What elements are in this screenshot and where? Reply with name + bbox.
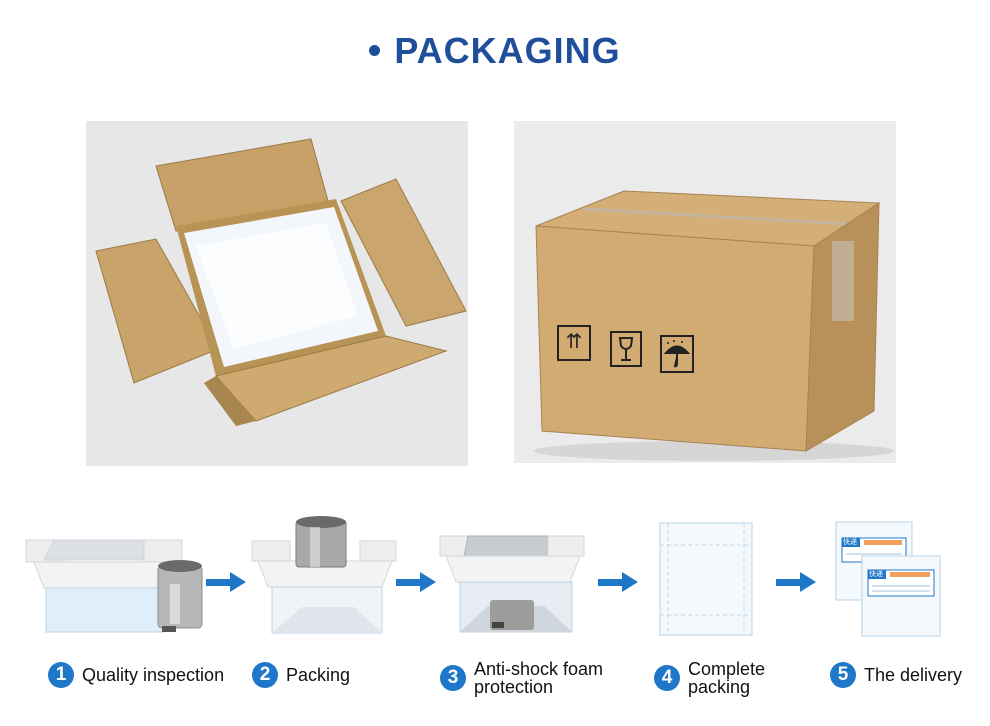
step-3-label: 3 Anti-shock foam protection xyxy=(440,660,603,696)
bullet-dot-icon xyxy=(369,44,381,56)
step-number-badge: 1 xyxy=(48,662,74,688)
step-number-badge: 5 xyxy=(830,662,856,688)
page-title-text: PACKAGING xyxy=(394,30,621,71)
step-text-line-2: packing xyxy=(688,677,751,697)
step-text-line-2: protection xyxy=(474,677,554,697)
step-number-badge: 2 xyxy=(252,662,278,688)
closed-box-photo: ⇈ xyxy=(514,121,896,463)
flow-arrow-4-icon xyxy=(776,572,816,597)
step-number-badge: 3 xyxy=(440,665,466,691)
flow-arrow-2-icon xyxy=(396,572,436,597)
step-5-label: 5 The delivery xyxy=(830,662,962,688)
step-text-line-1: Complete xyxy=(688,659,766,679)
step-number-badge: 4 xyxy=(654,665,680,691)
label-stamp-text: 快递 xyxy=(843,539,857,546)
flow-arrow-1-icon xyxy=(206,572,246,597)
anti-shock-foam-illustration xyxy=(438,522,588,640)
keep-dry-icon xyxy=(660,335,694,373)
flow-arrow-3-icon xyxy=(598,572,638,597)
open-box-photo xyxy=(86,121,468,466)
fragile-icon xyxy=(610,331,642,367)
step-4-label: 4 Complete packing xyxy=(654,660,765,696)
step-2-label: 2 Packing xyxy=(252,662,350,688)
page-title: PACKAGING xyxy=(0,30,990,72)
packing-illustration xyxy=(250,515,400,640)
delivery-illustration: 快递 快递 xyxy=(834,520,944,640)
step-text: The delivery xyxy=(864,665,963,685)
this-way-up-icon: ⇈ xyxy=(557,325,591,361)
quality-inspection-illustration xyxy=(24,522,214,640)
step-text-line-1: Anti-shock foam xyxy=(474,659,604,679)
complete-packing-illustration xyxy=(656,519,756,639)
step-text: Anti-shock foam protection xyxy=(474,660,603,696)
step-1-label: 1 Quality inspection xyxy=(48,662,224,688)
step-text: Packing xyxy=(286,665,351,685)
step-text: Complete packing xyxy=(688,660,765,696)
label-stamp-text-2: 快递 xyxy=(869,571,883,578)
step-text: Quality inspection xyxy=(82,665,225,685)
